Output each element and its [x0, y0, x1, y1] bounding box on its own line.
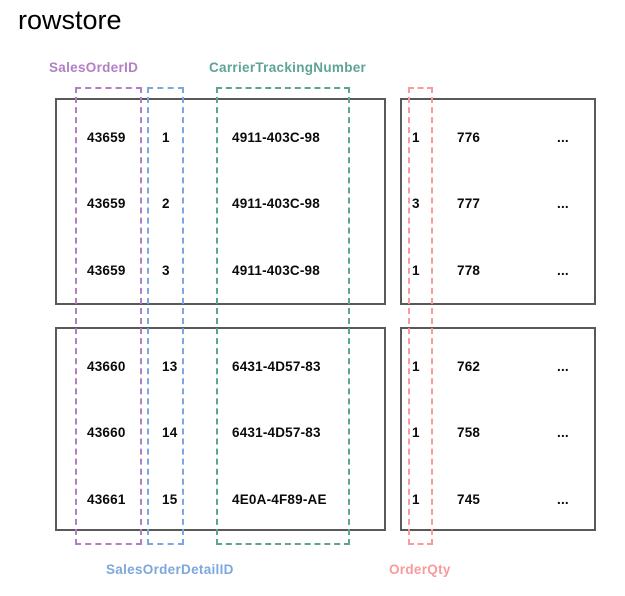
- rowstore-block-bottom-left: 43660 13 6431-4D57-83 43660 14 6431-4D57…: [55, 327, 386, 531]
- page-title: rowstore: [18, 5, 122, 35]
- cell-sales-order-id: 43659: [87, 196, 126, 211]
- cell-sales-order-detail-id: 14: [162, 425, 178, 440]
- cell-sales-order-id: 43660: [87, 359, 126, 374]
- cell-sales-order-id: 43659: [87, 130, 126, 145]
- cell-carrier-tracking-number: 4911-403C-98: [232, 130, 320, 145]
- label-carrier-tracking-number: CarrierTrackingNumber: [209, 60, 367, 75]
- cell-sales-order-id: 43660: [87, 425, 126, 440]
- cell-carrier-tracking-number: 4911-403C-98: [232, 263, 320, 278]
- cell-more-ellipsis: ...: [557, 359, 569, 374]
- cell-sales-order-id: 43659: [87, 263, 126, 278]
- cell-order-qty: 1: [412, 130, 420, 145]
- column-highlight-sales-order-detail-id: [147, 87, 184, 545]
- cell-order-qty: 1: [412, 263, 420, 278]
- cell-order-qty: 3: [412, 196, 420, 211]
- label-order-qty: OrderQty: [389, 562, 451, 577]
- cell-product-id: 777: [457, 196, 481, 211]
- cell-product-id: 778: [457, 263, 481, 278]
- cell-product-id: 776: [457, 130, 481, 145]
- cell-sales-order-detail-id: 2: [162, 196, 170, 211]
- cell-order-qty: 1: [412, 492, 420, 507]
- cell-more-ellipsis: ...: [557, 425, 569, 440]
- cell-order-qty: 1: [412, 425, 420, 440]
- cell-product-id: 758: [457, 425, 481, 440]
- column-highlight-sales-order-id: [75, 87, 142, 545]
- cell-more-ellipsis: ...: [557, 263, 569, 278]
- cell-more-ellipsis: ...: [557, 130, 569, 145]
- cell-more-ellipsis: ...: [557, 196, 569, 211]
- cell-sales-order-detail-id: 3: [162, 263, 170, 278]
- cell-sales-order-id: 43661: [87, 492, 126, 507]
- column-highlight-carrier-tracking-number: [216, 87, 350, 545]
- label-sales-order-detail-id: SalesOrderDetailID: [106, 562, 234, 577]
- cell-order-qty: 1: [412, 359, 420, 374]
- cell-sales-order-detail-id: 15: [162, 492, 178, 507]
- cell-product-id: 762: [457, 359, 481, 374]
- cell-carrier-tracking-number: 4E0A-4F89-AE: [232, 492, 327, 507]
- label-sales-order-id: SalesOrderID: [49, 60, 139, 75]
- cell-product-id: 745: [457, 492, 481, 507]
- cell-carrier-tracking-number: 6431-4D57-83: [232, 359, 321, 374]
- cell-carrier-tracking-number: 6431-4D57-83: [232, 425, 321, 440]
- cell-carrier-tracking-number: 4911-403C-98: [232, 196, 320, 211]
- cell-sales-order-detail-id: 13: [162, 359, 178, 374]
- cell-more-ellipsis: ...: [557, 492, 569, 507]
- rowstore-block-top-left: 43659 1 4911-403C-98 43659 2 4911-403C-9…: [55, 98, 386, 305]
- column-highlight-order-qty: [408, 87, 433, 545]
- cell-sales-order-detail-id: 1: [162, 130, 170, 145]
